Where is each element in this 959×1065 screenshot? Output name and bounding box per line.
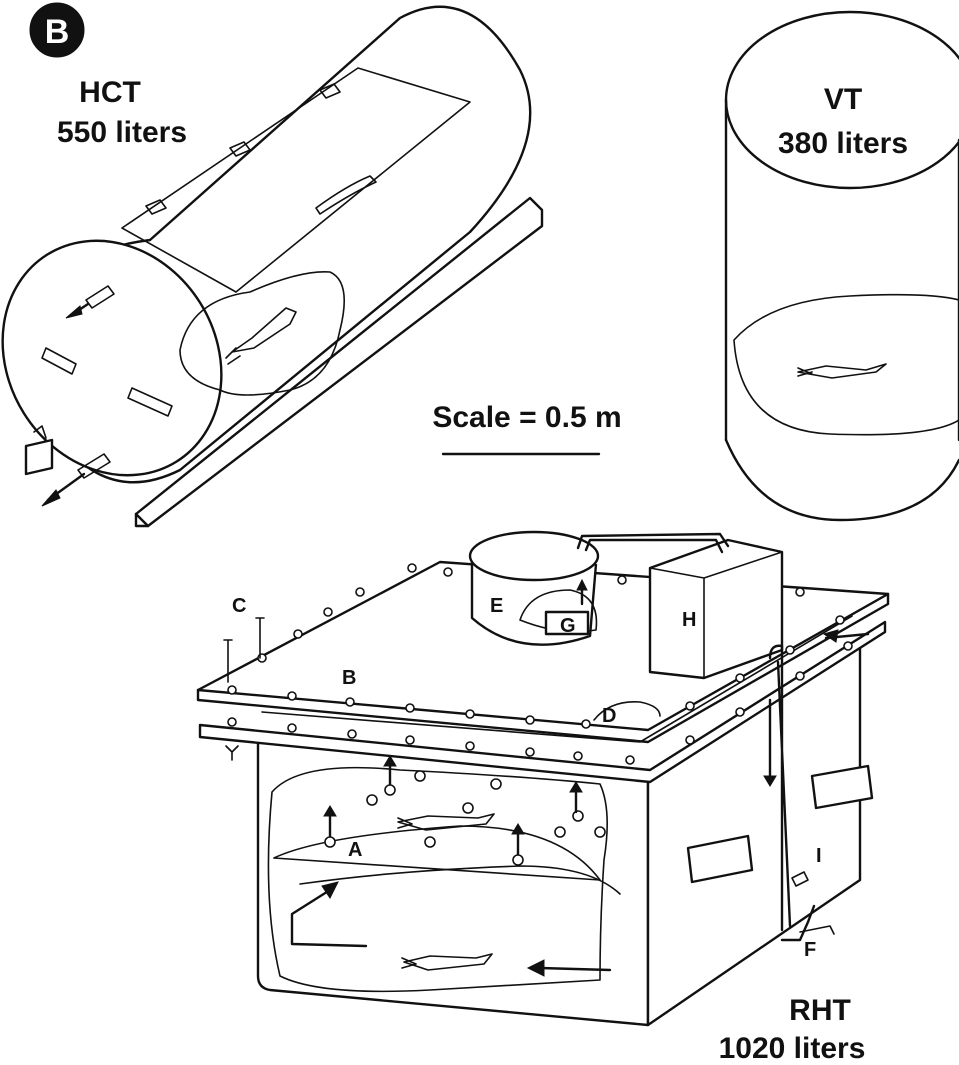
- rht-false-bottom-edge: [299, 865, 621, 895]
- rht-lower-flange: [198, 620, 887, 784]
- rht-cutaway: [267, 766, 608, 993]
- e-cylinder-top: [468, 530, 600, 582]
- vt-label: VT 380 liters: [778, 83, 908, 160]
- g-arrowhead: [576, 578, 588, 591]
- valve-i: [791, 871, 809, 887]
- pipe-e-to-h-inner: [584, 538, 724, 554]
- h-box-body: [648, 538, 784, 680]
- rht-front-wall: [256, 736, 650, 1027]
- scale-label: Scale = 0.5 m: [432, 401, 621, 434]
- rht-squid-lower: [403, 953, 493, 971]
- pipe-e-to-h: [576, 532, 730, 550]
- hct-lid: [121, 67, 471, 293]
- scale-bar: Scale = 0.5 m: [432, 401, 622, 456]
- hct-squid-tentacles: [225, 347, 241, 365]
- hct-cutaway: [179, 271, 346, 396]
- hct-inlet-arrowhead: [65, 305, 83, 319]
- hct-foot-clip: [33, 425, 47, 439]
- vt-water-surface: [733, 293, 959, 436]
- pipe-downcomer: [768, 644, 792, 932]
- vt-bottom: [724, 438, 959, 522]
- rht-side-handle-front: [686, 834, 754, 884]
- hct-base-rail-edge: [134, 512, 150, 528]
- rht-return-flow-head: [321, 881, 339, 899]
- part-g-label: G: [560, 615, 576, 637]
- rht-bolt-holes: [227, 563, 853, 765]
- hct-tank: [1, 5, 544, 528]
- part-c-label: C: [232, 595, 246, 617]
- rht-inflow: [538, 966, 612, 972]
- part-i-label: I: [816, 845, 822, 867]
- rht-squid-upper: [397, 813, 495, 831]
- hct-base-rail: [134, 196, 544, 528]
- part-e-label: E: [490, 595, 503, 617]
- rht-name: RHT: [789, 994, 851, 1027]
- rht-plumbing: [576, 532, 870, 942]
- hct-squid: [231, 307, 297, 353]
- pipe-f: [799, 925, 835, 935]
- part-a-label: A: [348, 839, 362, 861]
- hct-name: HCT: [79, 76, 141, 109]
- hct-lid-handle: [315, 175, 377, 215]
- rht-squid-lower-tentacles: [401, 957, 417, 969]
- rht-return-flow: [290, 888, 368, 948]
- rht-label: RHT 1020 liters: [719, 994, 866, 1065]
- panel-badge-circle: [29, 2, 85, 58]
- part-labels: A B C D E F G H I: [232, 595, 822, 961]
- vt-squid: [797, 363, 887, 379]
- rht-side-handle-back: [810, 764, 874, 810]
- rht-squid-upper-tentacles: [397, 817, 413, 829]
- hct-outlet-arrowhead: [41, 489, 61, 507]
- hct-hinges: [145, 83, 341, 215]
- part-f-label: F: [804, 939, 816, 961]
- panel-label: B: [29, 2, 85, 58]
- rht-upflow-arrows: [323, 755, 583, 856]
- vt-name: VT: [824, 83, 862, 116]
- rht-outlet-arrowhead: [822, 629, 839, 643]
- hct-end-handle-left: [41, 347, 77, 375]
- hct-end-cap: [1, 239, 223, 477]
- hct-label: HCT 550 liters: [57, 76, 187, 149]
- vt-volume: 380 liters: [778, 127, 908, 160]
- rht-wing-nut: [225, 745, 239, 761]
- rht-top-plate-edge: [196, 592, 890, 744]
- rht-inflow-head: [526, 959, 545, 977]
- part-h-label: H: [682, 609, 696, 631]
- rht-perforations: [324, 770, 606, 866]
- filter-cylinder-e: [468, 530, 600, 646]
- rht-bolt-pair: [223, 617, 265, 683]
- part-b-label: B: [342, 667, 356, 689]
- rht-volume: 1020 liters: [719, 1032, 866, 1065]
- h-box-edges: [649, 551, 783, 679]
- hct-end-handle-right: [127, 387, 173, 417]
- vt-walls: [724, 98, 959, 442]
- pipe-flow-arrowhead: [763, 775, 777, 787]
- g-box: [544, 610, 590, 636]
- rht-detail-d: [593, 701, 661, 721]
- rht-bolts: [223, 617, 265, 761]
- vt-squid-tentacles: [797, 367, 813, 377]
- hct-foot: [24, 438, 54, 476]
- pump-box-h: [648, 538, 784, 680]
- hct-inlet-pipe: [85, 285, 115, 309]
- panel-letter: B: [45, 13, 70, 51]
- hct-volume: 550 liters: [57, 116, 187, 149]
- vt-tank: [724, 10, 959, 522]
- part-d-label: D: [602, 705, 616, 727]
